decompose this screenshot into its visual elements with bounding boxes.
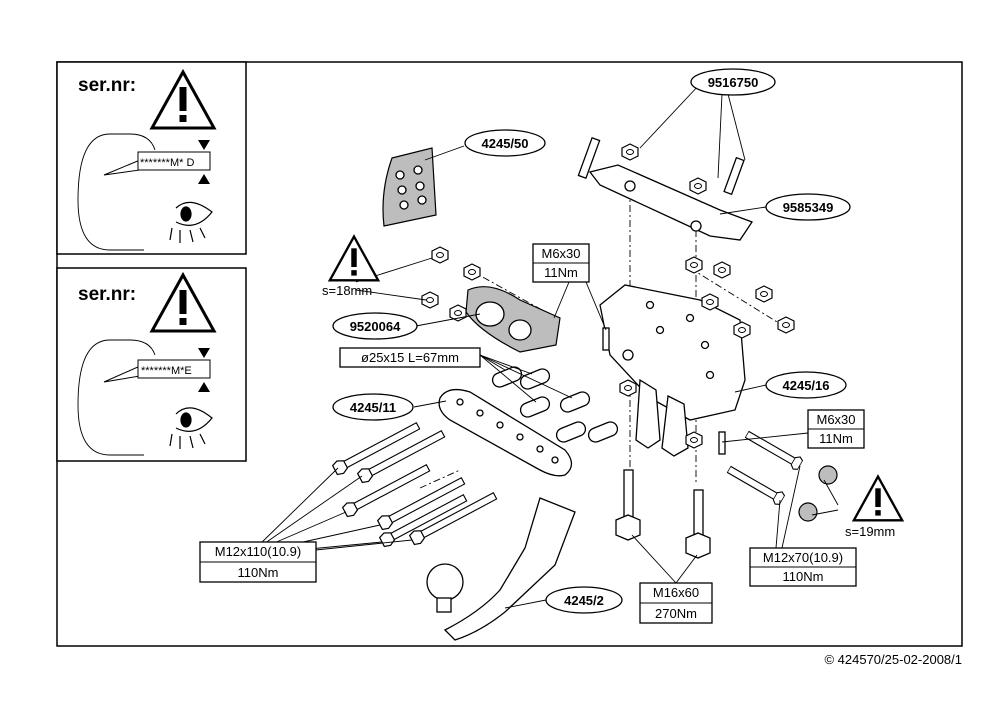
- m6-screw: [602, 327, 610, 351]
- svg-text:M6x30: M6x30: [541, 246, 580, 261]
- bolt-m12x70: [725, 462, 787, 507]
- nut: [713, 261, 731, 279]
- nut: [619, 379, 637, 397]
- svg-text:M12x70(10.9): M12x70(10.9): [763, 550, 843, 565]
- spec-box-m6-top: M6x30 11Nm: [532, 243, 590, 283]
- svg-text:4245/50: 4245/50: [482, 136, 529, 151]
- nut: [449, 304, 467, 322]
- nut: [685, 431, 703, 449]
- nut: [701, 293, 719, 311]
- part-label-9520064: 9520064: [332, 312, 418, 340]
- svg-text:ø25x15 L=67mm: ø25x15 L=67mm: [361, 350, 459, 365]
- svg-text:9520064: 9520064: [350, 319, 401, 334]
- hardware-bag: [382, 147, 437, 227]
- svg-text:M16x60: M16x60: [653, 585, 699, 600]
- back-plate: [438, 388, 573, 477]
- svg-text:270Nm: 270Nm: [655, 606, 697, 621]
- spacer-tubes: [491, 366, 619, 443]
- svg-text:4245/2: 4245/2: [564, 593, 604, 608]
- nut: [733, 321, 751, 339]
- cross-member: [599, 284, 746, 457]
- serial-title-2: ser.nr:: [78, 284, 136, 305]
- part-label-9516750: 9516750: [690, 68, 776, 96]
- part-label-9585349: 9585349: [765, 193, 851, 221]
- m6-screw: [718, 431, 726, 455]
- warning-icon: [852, 475, 904, 522]
- mounting-bracket: [577, 137, 753, 241]
- serial-code-2: *******M*E: [141, 365, 192, 377]
- assembly-axis: [689, 267, 791, 331]
- svg-text:4245/11: 4245/11: [350, 400, 396, 415]
- eye-icon: [169, 407, 213, 449]
- part-label-4245-50: 4245/50: [464, 129, 546, 157]
- nut-cap: [818, 465, 838, 485]
- svg-text:11Nm: 11Nm: [544, 265, 578, 280]
- part-label-4245-11: 4245/11: [332, 393, 414, 421]
- warning-icon: [328, 235, 380, 282]
- spec-box-m12x70: M12x70(10.9) 110Nm: [749, 547, 857, 587]
- nut: [431, 246, 449, 264]
- svg-text:9516750: 9516750: [708, 75, 759, 90]
- serial-plate-2: [137, 359, 211, 379]
- eye-icon: [169, 201, 213, 243]
- flange-plate: [465, 286, 561, 353]
- svg-text:9585349: 9585349: [783, 200, 834, 215]
- nut: [685, 256, 703, 274]
- serial-code-1: *******M* D: [140, 157, 194, 169]
- nut: [755, 285, 773, 303]
- serial-title-1: ser.nr:: [78, 75, 136, 96]
- svg-text:11Nm: 11Nm: [819, 431, 853, 446]
- spec-box-m6-right: M6x30 11Nm: [807, 409, 865, 449]
- vehicle-outline-icon: [77, 133, 144, 251]
- serial-panel-1: [56, 61, 247, 255]
- svg-text:110Nm: 110Nm: [783, 569, 824, 584]
- nut-cap: [798, 502, 818, 522]
- copyright-footer: © 424570/25-02-2008/1: [824, 652, 962, 667]
- nut: [777, 316, 795, 334]
- wrench-size-right: s=19mm: [845, 524, 895, 539]
- nut: [463, 263, 481, 281]
- vehicle-outline-icon: [77, 339, 144, 456]
- serial-plate-1: [137, 151, 211, 171]
- assembly-axis: [419, 469, 461, 489]
- part-label-4245-2: 4245/2: [545, 586, 623, 614]
- bolt-m12x110: [341, 461, 432, 519]
- spec-box-m12x110: M12x110(10.9) 110Nm: [199, 541, 317, 583]
- spec-box-m16x60: M16x60 270Nm: [639, 582, 713, 624]
- svg-text:4245/16: 4245/16: [783, 378, 830, 393]
- wrench-size-left: s=18mm: [322, 283, 372, 298]
- tow-ball: [426, 497, 576, 641]
- svg-text:110Nm: 110Nm: [238, 565, 279, 580]
- spec-box-spacer: ø25x15 L=67mm: [339, 347, 481, 368]
- svg-text:M6x30: M6x30: [816, 412, 855, 427]
- part-label-4245-16: 4245/16: [765, 371, 847, 399]
- svg-text:M12x110(10.9): M12x110(10.9): [215, 544, 301, 559]
- bolt-m16x60: [615, 469, 711, 559]
